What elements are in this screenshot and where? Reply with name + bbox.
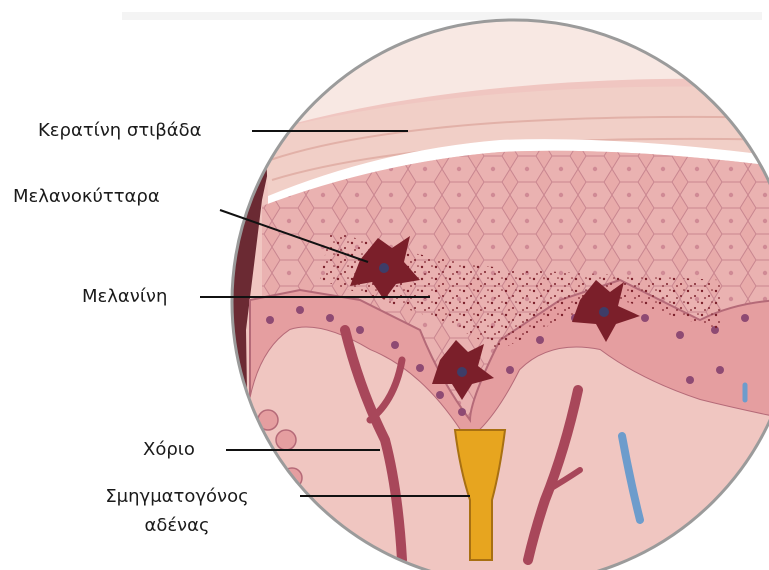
label-dermis: Χόριο [143, 439, 195, 461]
label-melanin: Μελανίνη [82, 286, 167, 308]
label-melanocytes: Μελανοκύτταρα [13, 186, 160, 208]
label-keratin-layer: Κερατίνη στιβάδα [38, 120, 202, 142]
label-sebaceous-gland-line2: αδένας [72, 515, 282, 537]
label-sebaceous-gland-line1: Σμηγματογόνος [72, 486, 282, 508]
